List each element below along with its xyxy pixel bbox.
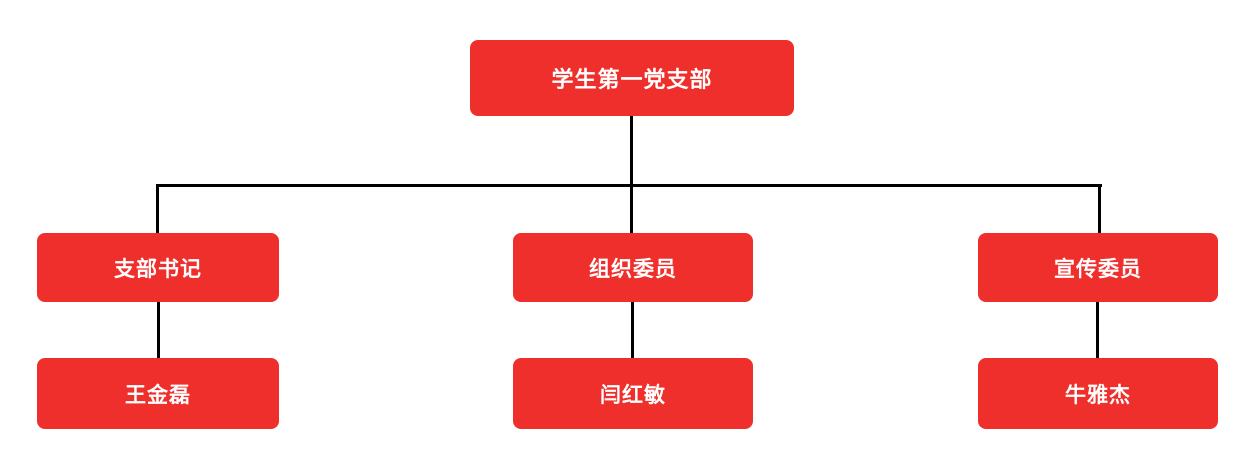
org-node-role-publicity[interactable]: 宣传委员 bbox=[978, 233, 1218, 302]
org-node-person-secretary-label: 王金磊 bbox=[125, 383, 191, 407]
org-node-role-secretary-label: 支部书记 bbox=[114, 257, 202, 281]
connector-publicity-to-person bbox=[1096, 302, 1099, 358]
org-node-person-organization[interactable]: 闫红敏 bbox=[513, 358, 753, 429]
org-node-role-publicity-label: 宣传委员 bbox=[1054, 257, 1142, 281]
connector-secretary-to-person bbox=[157, 302, 160, 358]
connector-root-to-horizontal bbox=[630, 116, 633, 187]
connector-stub-organization bbox=[630, 184, 633, 233]
connector-horizontal-bar bbox=[156, 184, 1102, 187]
org-node-person-secretary[interactable]: 王金磊 bbox=[37, 358, 279, 429]
org-node-role-secretary[interactable]: 支部书记 bbox=[37, 233, 279, 302]
connector-organization-to-person bbox=[631, 302, 634, 358]
org-node-role-organization[interactable]: 组织委员 bbox=[513, 233, 753, 302]
org-node-root-label: 学生第一党支部 bbox=[551, 67, 713, 92]
org-node-person-publicity[interactable]: 牛雅杰 bbox=[978, 358, 1218, 429]
org-node-person-publicity-label: 牛雅杰 bbox=[1065, 383, 1131, 407]
org-node-root[interactable]: 学生第一党支部 bbox=[470, 40, 794, 116]
connector-stub-publicity bbox=[1098, 184, 1101, 233]
connector-stub-secretary bbox=[156, 184, 159, 233]
org-node-person-organization-label: 闫红敏 bbox=[600, 383, 666, 407]
org-node-role-organization-label: 组织委员 bbox=[589, 257, 677, 281]
